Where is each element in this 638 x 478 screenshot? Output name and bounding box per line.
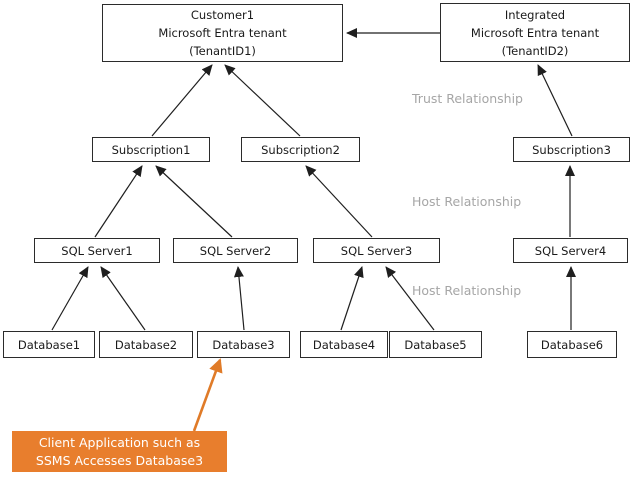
node-subscription2: Subscription2 [241,137,360,162]
node-sql-server4: SQL Server4 [513,238,628,263]
integrated-tenant-id: (TenantID2) [501,43,569,58]
node-database3: Database3 [197,331,290,358]
arrow-database4-to-sqlserver3 [340,266,364,331]
client-application-callout: Client Application such as SSMS Accesses… [12,431,227,472]
customer-tenant-type: Microsoft Entra tenant [158,26,287,40]
node-subscription1: Subscription1 [92,137,210,162]
node-database2: Database2 [99,331,193,358]
node-subscription3: Subscription3 [513,137,630,162]
client-application-callout-line1: Client Application such as [38,434,201,450]
arrow-subscription2-to-customer-tenant [224,64,301,137]
node-database4: Database4 [300,331,388,358]
integrated-tenant-name: Integrated [504,7,566,22]
node-database1: Database1 [3,331,95,358]
client-application-callout-line2: SSMS Accesses Database3 [35,452,204,468]
arrow-sqlserver1-to-subscription1 [94,165,143,238]
arrow-sqlserver3-to-subscription2 [305,165,373,238]
node-database6: Database6 [527,331,617,358]
arrow-client-application-to-database3 [192,358,223,432]
node-database5: Database5 [389,331,482,358]
host-relationship-label-lower: Host Relationship [412,283,522,298]
node-sql-server2: SQL Server2 [173,238,298,263]
customer-tenant-name: Customer1 [190,8,255,22]
trust-relationship-label: Trust Relationship [412,91,523,106]
arrow-sqlserver2-to-subscription1 [155,165,233,238]
arrow-database3-to-sqlserver2 [233,266,245,331]
node-sql-server3: SQL Server3 [313,238,440,263]
integrated-tenant-type: Microsoft Entra tenant [470,25,600,40]
arrow-database1-to-sqlserver1 [51,266,89,331]
customer-tenant-id: (TenantID1) [189,44,256,58]
arrow-database5-to-sqlserver3 [385,266,435,331]
arrow-subscription3-to-integrated-tenant [537,64,573,137]
node-integrated-tenant: Integrated Microsoft Entra tenant (Tenan… [440,3,630,62]
host-relationship-label-upper: Host Relationship [412,194,522,209]
node-sql-server1: SQL Server1 [34,238,160,263]
arrow-subscription1-to-customer-tenant [151,64,213,137]
node-customer-tenant: Customer1 Microsoft Entra tenant (Tenant… [102,4,343,62]
arrow-database2-to-sqlserver1 [100,266,146,331]
